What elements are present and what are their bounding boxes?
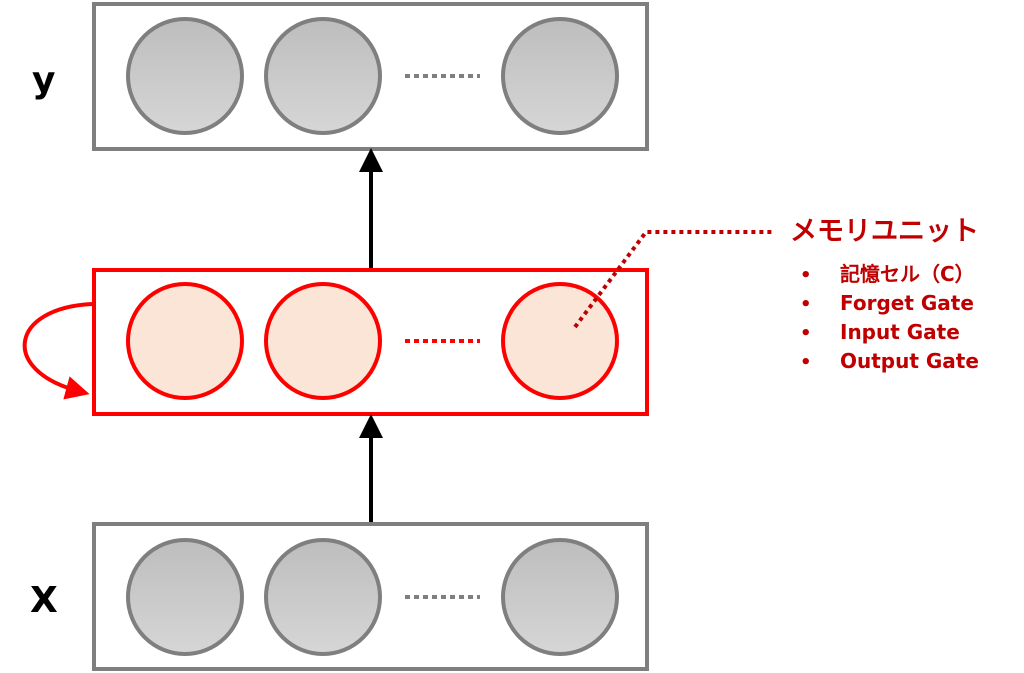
- output-label: y: [32, 60, 55, 101]
- input-node: [126, 538, 244, 656]
- output-layer: [92, 2, 649, 151]
- memory-node: [501, 282, 619, 400]
- list-item: Forget Gate: [840, 291, 974, 315]
- memory-unit-list: • 記憶セル（C） • Forget Gate • Input Gate • O…: [800, 262, 979, 373]
- output-node: [126, 17, 244, 135]
- input-node: [264, 538, 382, 656]
- bullet: •: [800, 265, 812, 286]
- memory-node: [264, 282, 382, 400]
- bullet: •: [800, 323, 812, 344]
- output-node: [501, 17, 619, 135]
- list-item: Input Gate: [840, 320, 960, 344]
- hidden-layer: [92, 268, 649, 416]
- bullet: •: [800, 294, 812, 315]
- input-label: X: [30, 580, 58, 621]
- list-item: 記憶セル（C）: [840, 262, 975, 286]
- input-node: [501, 538, 619, 656]
- bullet: •: [800, 352, 812, 373]
- callout-line: [573, 230, 772, 329]
- output-node: [264, 17, 382, 135]
- input-layer: [92, 522, 649, 671]
- memory-node: [126, 282, 244, 400]
- list-item: Output Gate: [840, 349, 979, 373]
- memory-unit-title: メモリユニット: [790, 216, 979, 247]
- recurrent-arrow: [22, 302, 93, 400]
